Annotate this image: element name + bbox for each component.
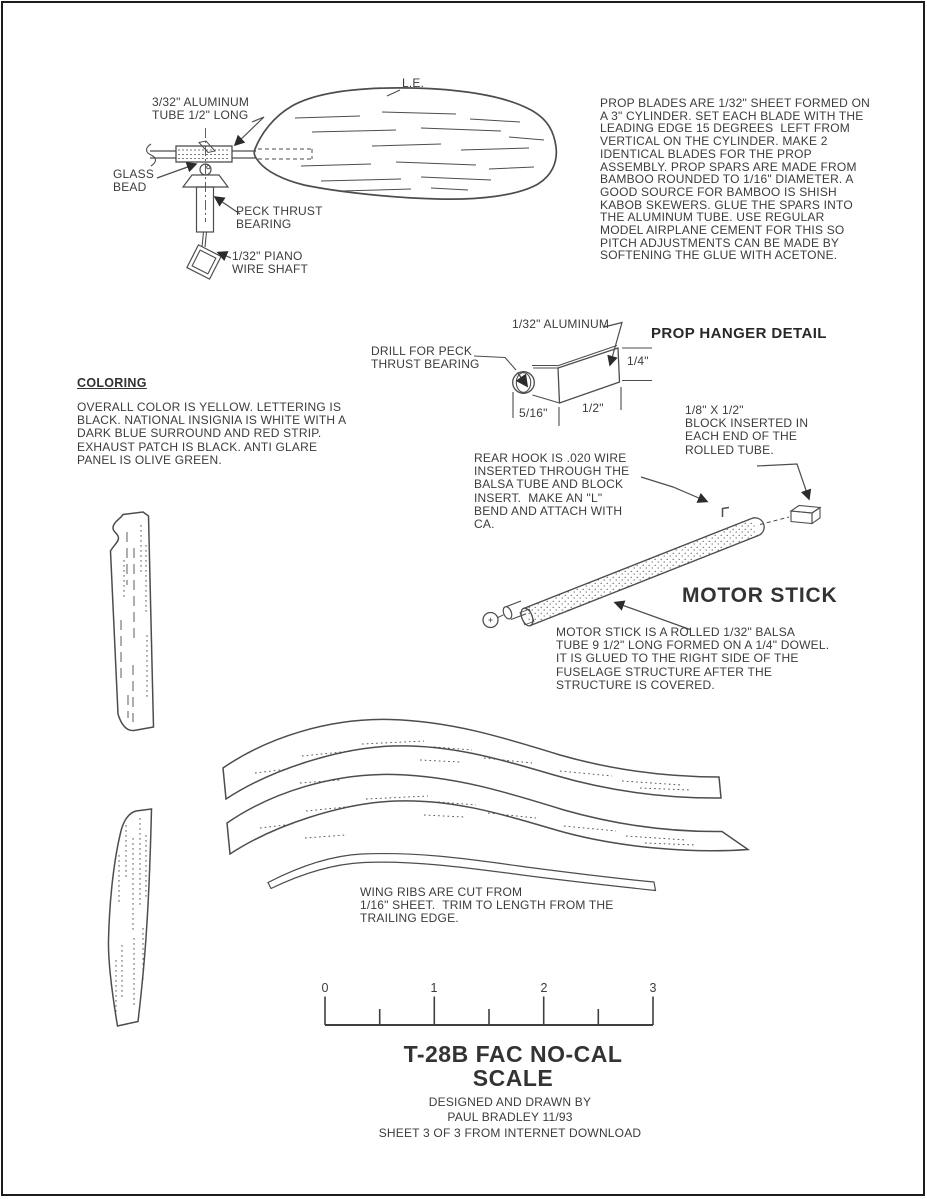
coloring-notes: OVERALL COLOR IS YELLOW. LETTERING IS BL… <box>77 400 347 467</box>
leading-edge-label: L.E. <box>402 76 425 90</box>
prop-hanger-detail-title: PROP HANGER DETAIL <box>651 325 827 342</box>
motor-stick-title: MOTOR STICK <box>682 584 838 607</box>
dim-quarter-inch: 1/4" <box>627 354 649 368</box>
aluminum-tube-label: 3/32" ALUMINUM TUBE 1/2" LONG <box>152 95 250 123</box>
piano-wire-shaft-label: 1/32" PIANO WIRE SHAFT <box>232 249 308 277</box>
prop-hub-assembly-drawing <box>145 128 256 280</box>
ruler-label-1: 1 <box>430 981 438 995</box>
prop-blade-notes: PROP BLADES ARE 1/32" SHEET FORMED ON A … <box>600 96 870 263</box>
prop-hanger-drawing <box>473 321 652 426</box>
dim-half-inch: 1/2" <box>582 401 604 415</box>
ruler-label-0: 0 <box>321 981 329 995</box>
ruler-label-2: 2 <box>540 981 548 995</box>
rear-hook-note: REAR HOOK IS .020 WIRE INSERTED THROUGH … <box>474 451 630 532</box>
block-insert-note: 1/8" X 1/2" BLOCK INSERTED IN EACH END O… <box>685 403 809 457</box>
ruler-label-3: 3 <box>649 981 657 995</box>
plan-credits: DESIGNED AND DRAWN BY PAUL BRADLEY 11/93… <box>378 1095 642 1140</box>
prop-blade-drawing <box>253 87 558 200</box>
coloring-heading: COLORING <box>77 376 147 390</box>
balsa-part-lower-drawing <box>107 808 153 1027</box>
scale-ruler <box>324 996 654 1026</box>
prop-assembly-leader-arrows <box>156 89 401 262</box>
plan-title: T-28B FAC NO-CAL SCALE <box>403 1041 623 1091</box>
balsa-part-upper-drawing <box>109 511 155 732</box>
aluminum-thickness-label: 1/32" ALUMINUM <box>512 317 610 331</box>
peck-thrust-bearing-label: PECK THRUST BEARING <box>236 204 323 232</box>
motor-stick-drawing <box>482 463 822 631</box>
wing-ribs-note: WING RIBS ARE CUT FROM 1/16" SHEET. TRIM… <box>360 885 614 926</box>
glass-bead-label: GLASS BEAD <box>113 167 155 195</box>
drill-for-bearing-label: DRILL FOR PECK THRUST BEARING <box>371 344 480 372</box>
dim-five-sixteenths-inch: 5/16" <box>519 406 548 420</box>
motor-stick-notes: MOTOR STICK IS A ROLLED 1/32" BALSA TUBE… <box>556 625 830 692</box>
wing-rib-drawings <box>222 718 751 892</box>
